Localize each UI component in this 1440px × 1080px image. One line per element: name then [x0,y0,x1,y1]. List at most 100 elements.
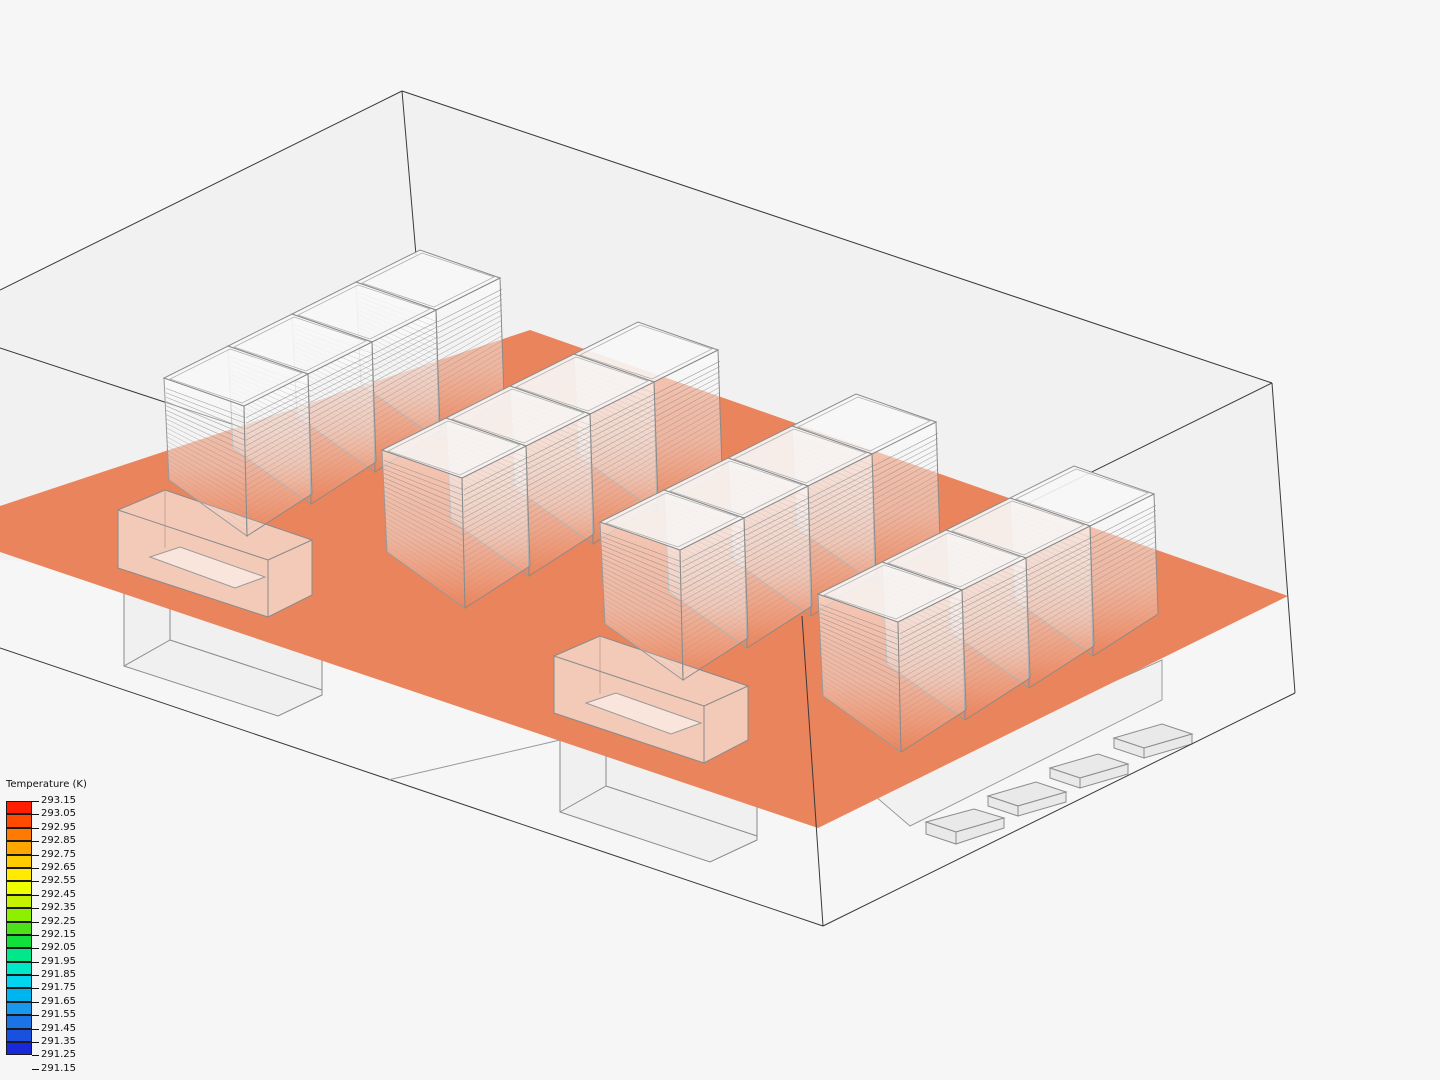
rack-row[interactable] [598,393,941,681]
legend-row: 292.25 [6,915,116,935]
perforated-tiles [924,723,1194,845]
legend-tick [32,988,39,990]
rack-row[interactable] [162,249,505,537]
legend-tick [32,854,39,856]
legend-tick [32,908,39,910]
legend-swatch [6,1001,32,1016]
crac-unit-2[interactable] [553,635,749,764]
legend-swatch [6,948,32,962]
legend-swatch [6,854,32,868]
legend-row: 293.05 [6,808,116,828]
rack-row[interactable] [816,465,1159,753]
legend-row: 291.55 [6,1009,116,1029]
legend-row: 292.55 [6,875,116,895]
legend-swatch [6,1028,32,1043]
legend-swatch [6,921,32,935]
legend-tick-label: 293.05 [41,808,76,820]
legend-tick-label: 292.75 [41,848,76,860]
legend-tick [32,881,39,883]
legend-tick-label: 291.15 [41,1062,76,1074]
legend-row: 291.65 [6,995,116,1016]
legend-tick-label: 291.95 [41,955,76,967]
legend-tick [32,801,39,802]
legend-row: 291.15 [6,1063,116,1076]
legend-tick-label: 291.55 [41,1009,76,1021]
legend-row: 292.15 [6,928,116,949]
legend-tick [32,921,39,923]
legend-tick-label: 291.75 [41,982,76,994]
legend-tick [32,1001,39,1003]
legend-tick [32,1068,39,1070]
legend-tick [32,1028,39,1030]
legend-tick-label: 292.55 [41,875,76,887]
legend-tick [32,975,39,977]
legend-tick-label: 293.15 [41,795,76,806]
legend-row: 291.75 [6,982,116,1002]
legend-tick-label: 292.35 [41,902,76,914]
legend-tick [32,841,39,843]
crac-unit-1[interactable] [117,489,313,618]
legend-tick [32,961,39,963]
legend-swatch [6,894,32,909]
legend-tick-label: 292.15 [41,928,76,940]
legend-row: 292.05 [6,942,116,962]
legend-swatch [6,881,32,895]
legend-title: Temperature (K) [6,779,87,790]
legend-swatch [6,867,32,882]
legend-row: 292.35 [6,902,116,922]
legend-row: 292.85 [6,835,116,855]
legend-swatch [6,988,32,1002]
legend-tick-label: 292.45 [41,888,76,900]
legend-row: 293.15 [6,795,116,815]
legend-tick-label: 291.85 [41,969,76,981]
server-rack[interactable] [380,417,531,609]
legend-swatch [6,1042,32,1056]
server-rack[interactable] [816,561,967,753]
legend-swatch [6,814,32,828]
legend-swatch [6,908,32,922]
legend-row: 292.75 [6,848,116,868]
legend-tick-label: 292.85 [41,835,76,847]
legend-tick [32,1015,39,1017]
rack-row[interactable] [380,321,723,609]
legend-tick [32,1055,39,1057]
legend-row: 291.35 [6,1036,116,1056]
legend-tick [32,894,39,896]
legend-tick [32,814,39,816]
legend-swatch [6,934,32,949]
legend-row: 292.45 [6,888,116,909]
legend-row: 291.25 [6,1049,116,1062]
legend-tick-label: 292.25 [41,915,76,927]
legend-tick-label: 292.95 [41,821,76,833]
legend-row: 291.85 [6,969,116,989]
legend-tick-label: 291.65 [41,995,76,1007]
legend-row: 291.95 [6,955,116,976]
legend-row: 292.95 [6,821,116,842]
legend-tick [32,948,39,950]
legend-swatch [6,801,32,815]
legend-swatch [6,961,32,976]
legend-tick [32,827,39,829]
server-rack-rows[interactable] [162,249,1159,753]
legend-tick [32,934,39,936]
legend-swatch [6,841,32,855]
legend-row: 291.45 [6,1022,116,1043]
legend-tick [32,867,39,869]
legend-row: 292.65 [6,861,116,882]
legend-tick-label: 292.05 [41,942,76,954]
legend-tick-label: 292.65 [41,861,76,873]
server-rack[interactable] [162,345,313,537]
server-rack[interactable] [598,489,749,681]
legend-swatch [6,827,32,842]
legend-tick-label: 291.45 [41,1022,76,1034]
legend-tick [32,1042,39,1044]
legend-tick-label: 291.35 [41,1036,76,1048]
legend-swatch [6,975,32,989]
room-front-edges [0,382,1296,927]
legend-swatch [6,1015,32,1029]
legend-tick-label: 291.25 [41,1049,76,1061]
